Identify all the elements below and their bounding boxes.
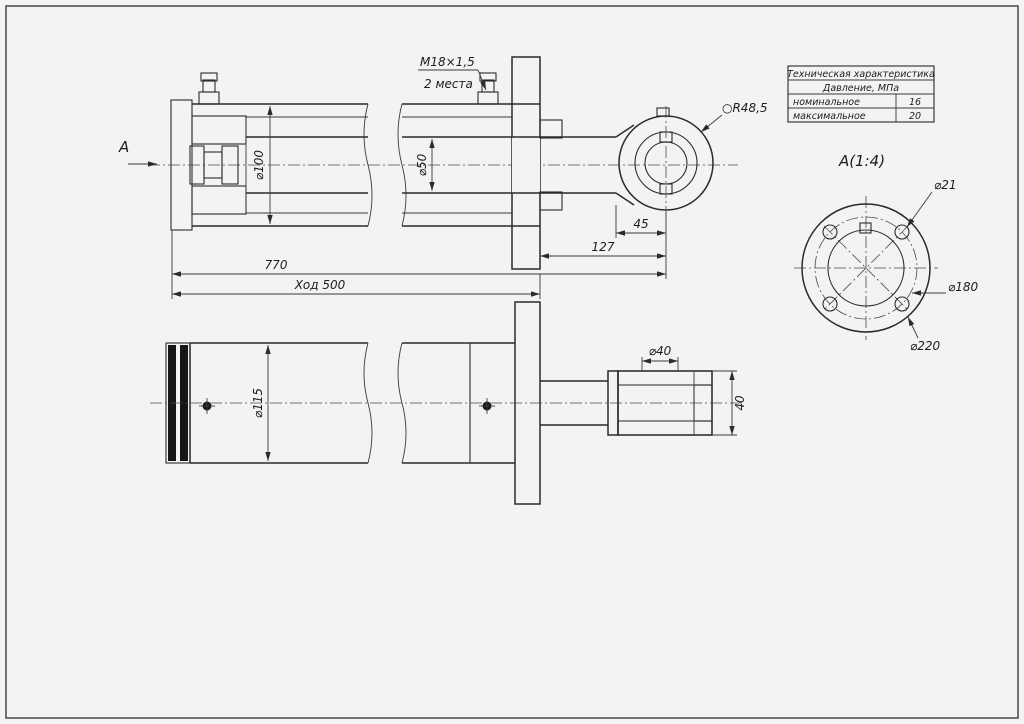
port-fitting-1: [198, 72, 220, 105]
break-line-right: [397, 103, 407, 227]
spec-table: Техническая характеристика Давление, МПа…: [787, 65, 935, 123]
spec-table-subtitle: Давление, МПа: [822, 83, 899, 94]
top-assembly-view: А: [118, 55, 768, 299]
dim-rod: ⌀50: [415, 153, 429, 176]
spec-row-value: 16: [909, 97, 921, 108]
spec-table-title: Техническая характеристика: [787, 69, 935, 80]
thread-callout-line1: М18×1,5: [420, 55, 475, 69]
spec-row-label: номинальное: [793, 97, 860, 108]
rod-eye: [618, 106, 714, 222]
rear-head-bottom: [191, 185, 247, 215]
dim-stroke: Ход 500: [294, 278, 346, 292]
grease-fitting: [656, 107, 670, 117]
dim-180: ⌀180: [948, 280, 978, 294]
dim-eye-radius: ○R48,5: [722, 101, 768, 115]
port-boss-1: [199, 398, 215, 414]
rear-cap: [170, 99, 193, 231]
callout-leader: [477, 69, 487, 91]
dim-115: ⌀115: [251, 388, 265, 418]
spec-row-label: максимальное: [793, 111, 866, 122]
rear-stub-step3: [221, 145, 239, 185]
bolt-hole: [894, 296, 910, 312]
dim-220: ⌀220: [910, 339, 940, 353]
section-label-a: А: [118, 138, 129, 156]
dim-45: 45: [633, 217, 648, 231]
detail-view-a: А(1:4) ⌀21 ⌀180 ⌀220: [794, 152, 978, 353]
dim-21: ⌀21: [934, 178, 957, 192]
port-fitting-2: [477, 72, 499, 105]
break-line-left: [363, 342, 373, 464]
detail-title: А(1:4): [838, 152, 885, 170]
dim-bore: ⌀100: [252, 150, 266, 180]
bolt-hole: [822, 224, 838, 240]
dim-40-len: 40: [733, 395, 747, 411]
gland-top: [539, 119, 563, 139]
dim-770: 770: [265, 258, 288, 272]
sheet-border: [5, 5, 1019, 719]
dim-127: 127: [592, 240, 615, 254]
bottom-plan-view: ⌀115 ⌀40 40: [150, 301, 747, 505]
thread-callout-line2: 2 места: [424, 77, 473, 91]
dim-40-dia: ⌀40: [649, 344, 672, 358]
eye-radius-leader: [700, 114, 723, 133]
bolt-circle: [814, 216, 918, 320]
flange-outer-circle: [801, 203, 931, 333]
gland-bottom: [539, 191, 563, 211]
break-line-left: [363, 103, 373, 227]
key-slot: [859, 222, 872, 234]
bolt-hole: [894, 224, 910, 240]
port-boss-2: [479, 398, 495, 414]
spec-row-value: 20: [909, 111, 921, 122]
flange-bore-circle: [827, 229, 905, 307]
bolt-hole: [822, 296, 838, 312]
rear-head-top: [191, 115, 247, 145]
